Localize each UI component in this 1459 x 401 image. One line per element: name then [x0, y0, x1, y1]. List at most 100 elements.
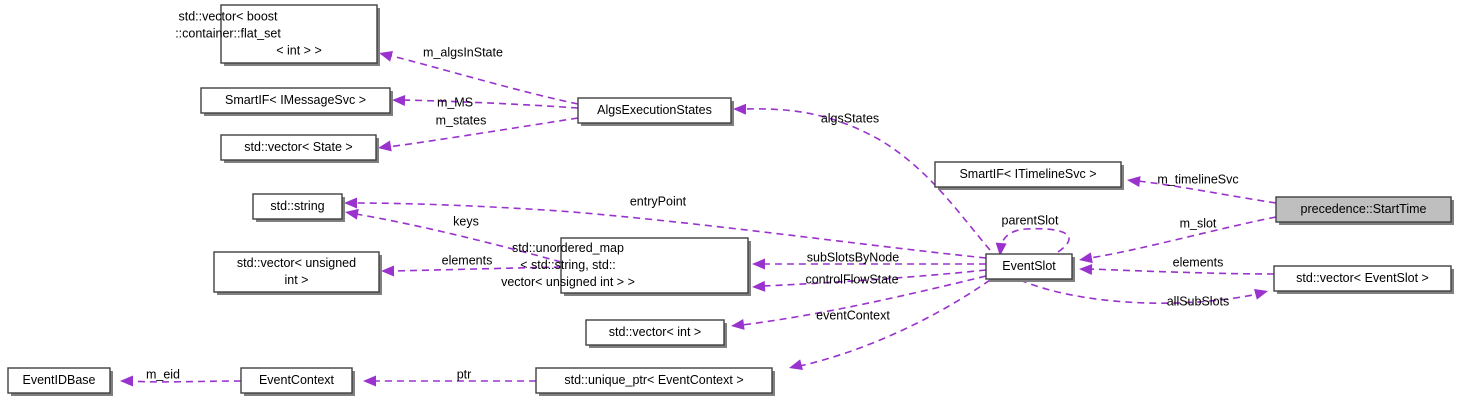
edge-arrowhead [1254, 289, 1268, 300]
node-label-line: std::vector< boost [178, 9, 278, 23]
edge-arrowhead [392, 94, 406, 106]
edge-label-m_MS: m_MS [437, 95, 473, 109]
edge-keys [345, 208, 562, 263]
node-label-line: ::container::flat_set [175, 26, 281, 40]
node-std_string[interactable]: std::string [252, 193, 345, 222]
edge-controlFlowState [752, 269, 987, 292]
node-box[interactable] [1273, 265, 1452, 292]
edge-arrowhead [379, 51, 393, 62]
edge-arrowhead [345, 208, 359, 220]
node-label-line: < std::string, std:: [520, 258, 616, 272]
node-box[interactable] [200, 87, 391, 114]
node-smartif_imessagesvc[interactable]: SmartIF< IMessageSvc > [200, 87, 393, 116]
nodes-layer: std::vector< boost::container::flat_set<… [7, 4, 1454, 396]
node-box[interactable] [985, 253, 1073, 280]
edge-label-m_algsInState: m_algsInState [423, 45, 503, 59]
edge-algsStates [733, 103, 991, 251]
node-unique_ptr_event_context[interactable]: std::unique_ptr< EventContext > [535, 367, 775, 396]
node-vec_flat_set[interactable]: std::vector< boost::container::flat_set<… [175, 4, 380, 66]
edge-line [401, 99, 579, 109]
node-event_slot[interactable]: EventSlot [985, 253, 1075, 282]
edge-label-eventContext_edge: eventContext [816, 308, 890, 322]
node-unordered_map[interactable]: std::unordered_map< std::string, std::ve… [501, 237, 751, 296]
node-precedence_starttime[interactable]: precedence::StartTime [1275, 196, 1454, 225]
node-box[interactable] [535, 367, 773, 394]
node-vec_int[interactable]: std::vector< int > [585, 319, 727, 348]
node-label-line: AlgsExecutionStates [597, 103, 712, 117]
edge-eventContext_ptr [789, 279, 991, 370]
edge-arrowhead [363, 375, 376, 387]
node-label-line: vector< unsigned int > > [501, 275, 635, 289]
edge-arrowhead [1079, 252, 1093, 264]
edge-m_slot [1079, 216, 1277, 264]
edge-label-keys: keys [453, 214, 479, 228]
node-box[interactable] [7, 367, 111, 394]
edge-subSlotsByNode [752, 258, 986, 270]
edge-label-m_slot: m_slot [1180, 216, 1217, 230]
node-event_id_base[interactable]: EventIDBase [7, 367, 113, 396]
node-algs_execution_states[interactable]: AlgsExecutionStates [577, 97, 734, 126]
edge-arrowhead [789, 359, 803, 370]
node-box[interactable] [252, 193, 343, 220]
edges-layer [120, 51, 1277, 387]
node-box[interactable] [220, 134, 377, 161]
edge-line [1089, 268, 1275, 275]
edge-line [741, 275, 987, 326]
edge-line [742, 108, 991, 251]
node-label-line: EventContext [259, 373, 335, 387]
edge-label-subSlotsByNode: subSlotsByNode [807, 250, 899, 264]
node-label-line: SmartIF< IMessageSvc > [225, 93, 366, 107]
edge-arrowhead [344, 197, 357, 209]
edge-line [387, 54, 579, 105]
edge-line [799, 279, 991, 367]
edge-label-ptr: ptr [457, 367, 472, 381]
node-label-line: std::vector< unsigned [237, 256, 356, 270]
edge-label-m_states: m_states [436, 113, 487, 127]
edge-arrowhead [381, 265, 394, 277]
node-label-line: std::unique_ptr< EventContext > [564, 373, 743, 387]
node-box[interactable] [577, 97, 732, 124]
edge-parentSlot [995, 227, 1070, 256]
node-label-line: SmartIF< ITimelineSvc > [959, 167, 1096, 181]
node-label-line: int > [285, 273, 309, 287]
node-box[interactable] [934, 161, 1122, 188]
edge-label-allSubSlots: allSubSlots [1167, 294, 1230, 308]
edge-line [130, 380, 242, 383]
node-box[interactable] [220, 4, 378, 64]
node-label-line: std::string [270, 199, 324, 213]
node-vec_state[interactable]: std::vector< State > [220, 134, 379, 163]
node-label-line: EventSlot [1002, 259, 1056, 273]
edge-arrowhead [752, 258, 765, 270]
node-smartif_itimelinesvc[interactable]: SmartIF< ITimelineSvc > [934, 161, 1124, 190]
edge-eventContext_edge [731, 275, 987, 330]
node-label-line: EventIDBase [23, 373, 96, 387]
edge-arrowhead [752, 280, 766, 292]
edge-m_eid [120, 375, 242, 387]
edge-label-elements_map: elements [442, 253, 493, 267]
edge-line [387, 117, 579, 148]
edge-arrowhead [120, 375, 133, 387]
edge-line [1137, 180, 1277, 204]
node-label-line: < int > > [276, 43, 322, 57]
edge-line [762, 269, 987, 287]
node-box[interactable] [1275, 196, 1452, 223]
node-box[interactable] [585, 319, 725, 346]
node-event_context[interactable]: EventContext [240, 367, 355, 396]
edge-label-algsStates: algsStates [821, 111, 879, 125]
node-label-line: precedence::StartTime [1301, 202, 1427, 216]
edge-elements_eventslot [1079, 263, 1275, 275]
edge-label-elements_eventslot: elements [1173, 255, 1224, 269]
node-box[interactable] [240, 367, 353, 394]
edge-label-m_eid: m_eid [146, 367, 180, 381]
node-box[interactable] [560, 237, 749, 294]
edge-entryPoint [344, 197, 987, 259]
edge-m_MS [392, 94, 579, 109]
node-vec_event_slot[interactable]: std::vector< EventSlot > [1273, 265, 1454, 294]
edge-label-m_timelineSvc: m_timelineSvc [1157, 172, 1238, 186]
node-box[interactable] [213, 251, 380, 293]
edge-arrowhead [378, 140, 392, 152]
edge-m_algsInState [379, 51, 579, 105]
